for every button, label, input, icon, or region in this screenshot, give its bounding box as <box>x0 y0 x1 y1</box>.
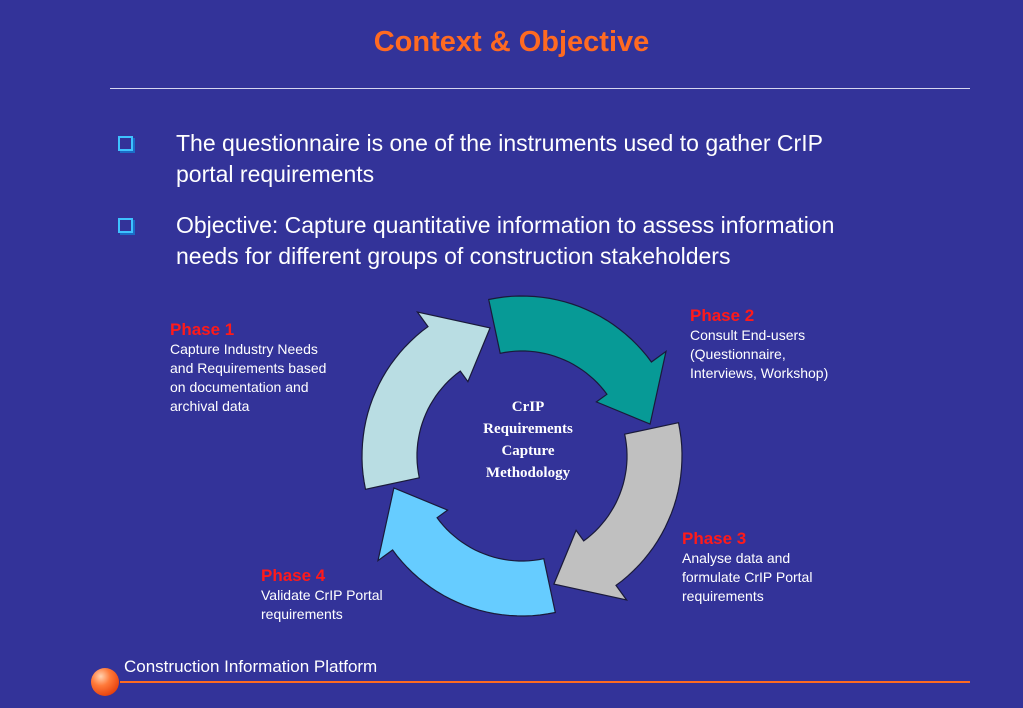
phase-3-title: Phase 3 <box>682 529 747 548</box>
bullet-2-line-2: needs for different groups of constructi… <box>176 243 731 269</box>
checkbox-bullet-icon <box>118 136 133 151</box>
bullet-1-line-2: portal requirements <box>176 161 375 187</box>
phase-3-line: formulate CrIP Portal <box>682 569 813 585</box>
phase-2-title: Phase 2 <box>690 306 755 325</box>
phase-3-line: Analyse data and <box>682 550 791 566</box>
phase-4-title: Phase 4 <box>261 566 326 585</box>
phase-1-arrow <box>361 311 491 491</box>
center-line-2: Requirements <box>483 421 573 437</box>
phase-2-arrow <box>487 295 667 425</box>
footer-text: Construction Information Platform <box>124 657 378 676</box>
center-line-4: Methodology <box>485 465 571 481</box>
cycle-center-label: CrIP Requirements Capture Methodology <box>453 396 603 484</box>
cycle-arrows <box>361 295 683 617</box>
title-divider <box>110 88 970 89</box>
phase-2-line: (Questionnaire, <box>690 346 786 362</box>
phase-4-label: Phase 4 Validate CrIP Portal requirement… <box>261 566 383 624</box>
phase-1-line: and Requirements based <box>170 360 327 376</box>
phase-3-line: requirements <box>682 588 764 604</box>
bullet-2-line-1: Objective: Capture quantitative informat… <box>176 212 835 238</box>
phase-4-arrow <box>377 487 557 617</box>
phase-2-line: Interviews, Workshop) <box>690 365 829 381</box>
checkbox-bullet-icon <box>118 218 133 233</box>
phase-1-title: Phase 1 <box>170 320 235 339</box>
phase-4-line: requirements <box>261 606 343 622</box>
bullet-1-line-1: The questionnaire is one of the instrume… <box>176 130 823 156</box>
phase-1-line: Capture Industry Needs <box>170 341 318 357</box>
phase-1-label: Phase 1 Capture Industry Needs and Requi… <box>170 320 326 416</box>
slide-title: Context & Objective <box>373 26 650 58</box>
footer-divider <box>120 681 970 683</box>
phase-2-label: Phase 2 Consult End-users (Questionnaire… <box>690 306 828 383</box>
phase-3-arrow <box>553 421 683 601</box>
center-line-1: CrIP <box>511 399 545 415</box>
phase-3-label: Phase 3 Analyse data and formulate CrIP … <box>682 529 812 606</box>
phase-1-line: archival data <box>170 398 250 414</box>
center-line-3: Capture <box>501 443 555 459</box>
footer-orb-icon <box>91 668 119 696</box>
phase-2-line: Consult End-users <box>690 327 806 343</box>
phase-4-line: Validate CrIP Portal <box>261 587 383 603</box>
phase-1-line: on documentation and <box>170 379 309 395</box>
